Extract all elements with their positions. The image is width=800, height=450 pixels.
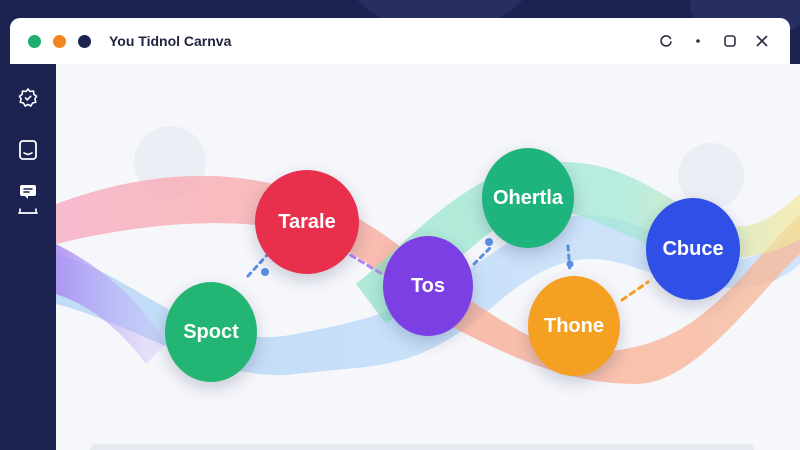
traffic-light-green[interactable] bbox=[28, 34, 41, 48]
sidebar bbox=[0, 64, 56, 450]
maximize-icon[interactable] bbox=[722, 33, 738, 49]
canvas-area[interactable]: Tarale Spoct Tos Ohertla Thone Cbuce bbox=[56, 64, 800, 450]
node-thone[interactable]: Thone bbox=[528, 276, 620, 376]
window-controls bbox=[658, 33, 770, 49]
traffic-light-navy[interactable] bbox=[78, 34, 91, 48]
node-label: Thone bbox=[544, 314, 604, 337]
node-spoct[interactable]: Spoct bbox=[165, 282, 257, 382]
node-cbuce[interactable]: Cbuce bbox=[646, 198, 740, 300]
settings-badge-icon[interactable] bbox=[16, 86, 40, 110]
node-tos[interactable]: Tos bbox=[383, 236, 473, 336]
refresh-icon[interactable] bbox=[658, 33, 674, 49]
node-label: Cbuce bbox=[662, 237, 724, 260]
node-tarale[interactable]: Tarale bbox=[255, 170, 359, 274]
node-label: Spoct bbox=[183, 320, 239, 343]
bottom-panel-edge bbox=[90, 444, 754, 450]
node-label: Tarale bbox=[278, 210, 336, 233]
more-icon[interactable] bbox=[690, 33, 706, 49]
chat-icon[interactable] bbox=[16, 182, 40, 222]
close-icon[interactable] bbox=[754, 33, 770, 49]
traffic-light-orange[interactable] bbox=[53, 34, 66, 48]
window-title: You Tidnol Carnva bbox=[109, 33, 232, 49]
node-ohertla[interactable]: Ohertla bbox=[482, 148, 574, 248]
node-label: Ohertla bbox=[492, 186, 564, 209]
node-label: Tos bbox=[410, 274, 446, 297]
title-bar: You Tidnol Carnva bbox=[10, 18, 790, 64]
window-traffic-lights bbox=[28, 34, 91, 48]
image-icon[interactable] bbox=[16, 138, 40, 162]
